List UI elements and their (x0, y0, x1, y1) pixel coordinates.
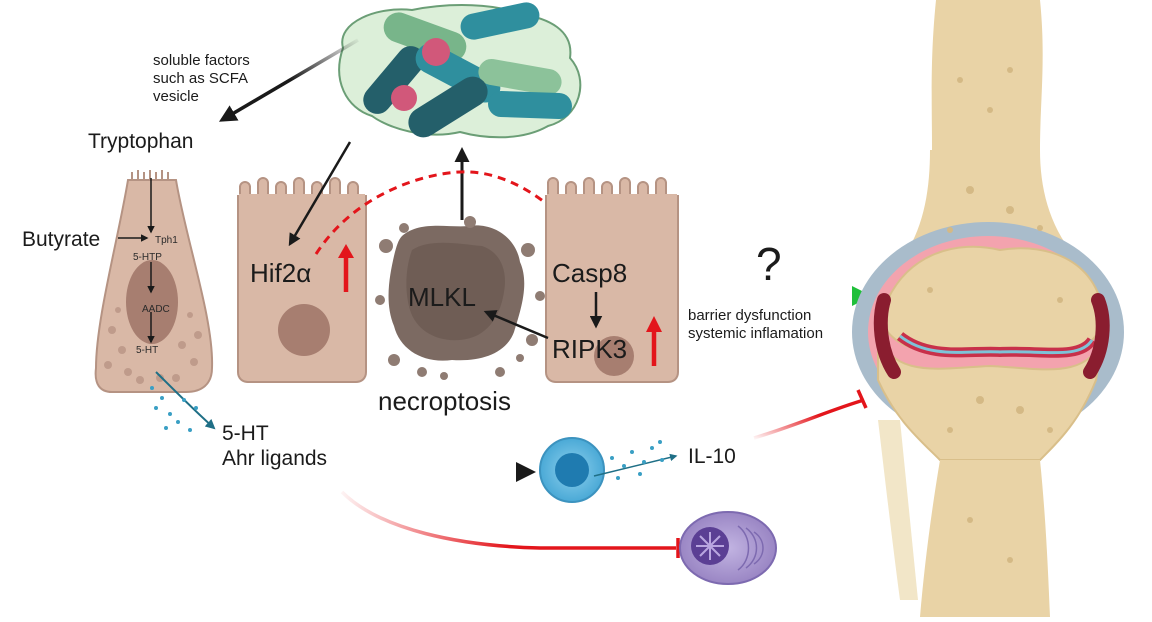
tph1-label: Tph1 (155, 235, 178, 246)
epithelial-cell-icon (545, 177, 679, 383)
microbiota-to-tryptophan-arrow (218, 38, 359, 122)
barrier-dysfunction-label: barrier dysfunction (688, 307, 811, 324)
5htp-label: 5-HTP (133, 252, 162, 263)
hif2a-up-arrowhead (338, 244, 354, 258)
gut-bacteria-cluster-icon (338, 2, 582, 139)
epithelial-cell-icon (237, 177, 367, 383)
5ht-label: 5-HT (222, 422, 269, 445)
5ht-inner-label: 5-HT (136, 345, 158, 356)
plasma-cell-icon (679, 511, 777, 585)
butyrate-label: Butyrate (22, 228, 100, 251)
arthritic-knee-joint-icon (852, 0, 1124, 617)
ripk3-label: RIPK3 (552, 334, 627, 364)
necroptosis-label: necroptosis (378, 386, 511, 416)
hif2a-label: Hif2α (250, 258, 311, 288)
systemic-inflammation-label: systemic inflamation (688, 325, 823, 342)
soluble-factors-label-line1: soluble factors (153, 52, 250, 69)
necroptotic-cell-icon (375, 216, 545, 380)
soluble-factors-label-line3: vesicle (153, 88, 199, 105)
ripk3-up-arrowhead (646, 316, 662, 332)
microbiota-to-hif2a-arrow (288, 141, 352, 247)
macrophage-icon (539, 437, 605, 503)
ahr-arrowhead (516, 462, 536, 482)
ripk3-to-mlkl-arrow (483, 310, 549, 340)
question-mark: ? (756, 238, 782, 290)
il10-inhibits-joint-bar (856, 389, 868, 409)
5ht-secretion-arrow (155, 371, 216, 430)
il10-inhibits-joint (753, 398, 865, 440)
il10-label: IL-10 (688, 445, 736, 468)
5ht-particles (150, 386, 198, 432)
ahr-inhibits-plasma-cell (340, 490, 676, 550)
enterochromaffin-cell-icon (94, 170, 214, 393)
aadc-label: AADC (142, 304, 170, 315)
casp8-label: Casp8 (552, 258, 627, 288)
mlkl-label: MLKL (408, 282, 476, 312)
ahr-ligands-label: Ahr ligands (222, 447, 327, 470)
soluble-factors-label-line2: such as SCFA (153, 70, 248, 87)
tryptophan-label: Tryptophan (88, 130, 193, 153)
il10-particles (610, 440, 664, 480)
